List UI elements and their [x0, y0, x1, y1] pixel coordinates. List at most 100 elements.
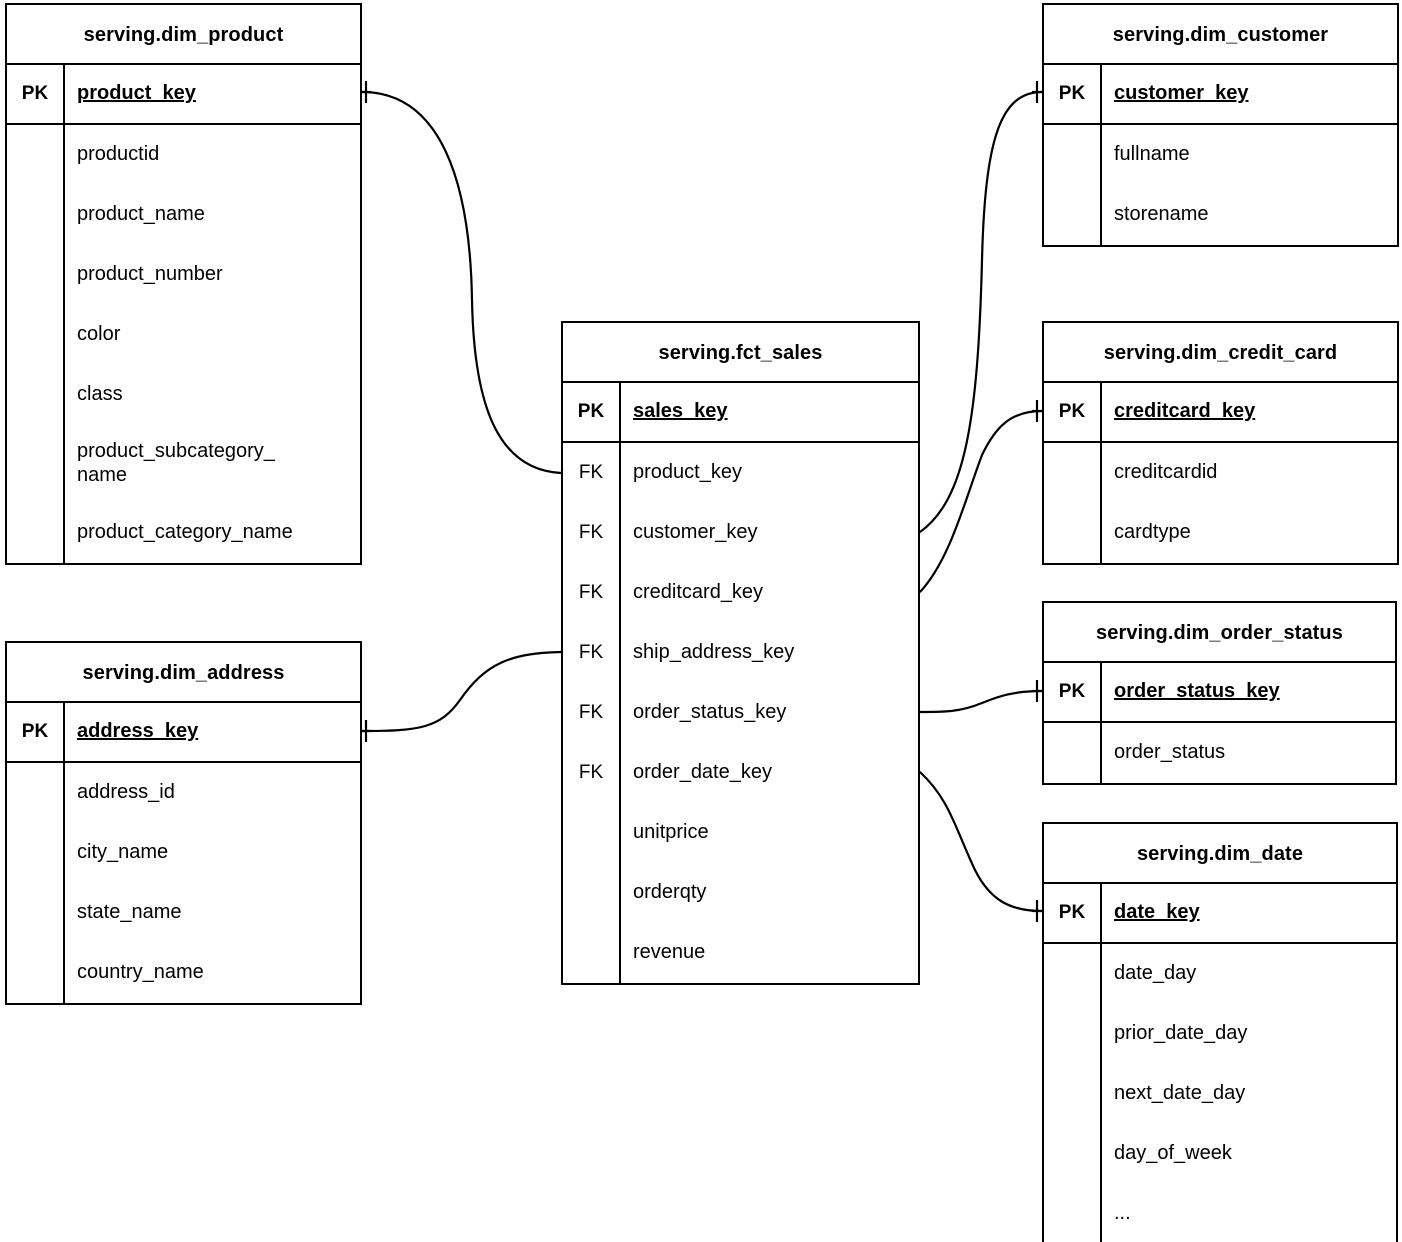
- key-tag-empty: [7, 943, 65, 1003]
- attribute-row[interactable]: address_id: [7, 763, 360, 823]
- key-tag-empty: [1044, 1064, 1102, 1124]
- attribute-name: country_name: [77, 961, 204, 984]
- cardinality-marker-one-tick-one-product: [361, 81, 371, 103]
- pk-field-name: product_key: [77, 82, 196, 105]
- key-tag-empty: [1044, 185, 1102, 245]
- attribute-row[interactable]: ...: [1044, 1184, 1396, 1242]
- attribute-row[interactable]: color: [7, 305, 360, 365]
- attribute-row[interactable]: day_of_week: [1044, 1124, 1396, 1184]
- attribute-name: product_subcategory_ name: [77, 440, 275, 486]
- key-tag-empty: [1044, 944, 1102, 1004]
- key-tag-empty: [563, 863, 621, 923]
- fk-tag: FK: [563, 743, 621, 803]
- attribute-row[interactable]: date_day: [1044, 944, 1396, 1004]
- attribute-name: ...: [1114, 1202, 1131, 1225]
- cardinality-marker-one-tick-one-date: [1032, 900, 1042, 922]
- attribute-row[interactable]: product_category_name: [7, 503, 360, 563]
- key-tag-empty: [7, 125, 65, 185]
- key-tag-empty: [1044, 1004, 1102, 1064]
- pk-tag: PK: [1044, 65, 1102, 123]
- pk-tag: PK: [1044, 663, 1102, 721]
- primary-key-row[interactable]: PK product_key: [7, 65, 360, 125]
- attribute-row[interactable]: storename: [1044, 185, 1397, 245]
- attribute-row[interactable]: order_status: [1044, 723, 1395, 783]
- fk-tag: FK: [563, 503, 621, 563]
- key-tag-empty: [563, 923, 621, 983]
- attribute-row[interactable]: FK product_key: [563, 443, 918, 503]
- entity-title: serving.dim_customer: [1044, 5, 1397, 65]
- attribute-name: next_date_day: [1114, 1082, 1246, 1105]
- pk-field-name: order_status_key: [1114, 680, 1280, 703]
- attribute-name: color: [77, 323, 121, 346]
- attribute-name: ship_address_key: [633, 641, 795, 664]
- attribute-name: city_name: [77, 841, 169, 864]
- pk-tag: PK: [7, 65, 65, 123]
- pk-tag: PK: [1044, 884, 1102, 942]
- relationship-line-rel-orderstatus: [919, 689, 1043, 714]
- attribute-name: product_key: [633, 461, 742, 484]
- primary-key-row[interactable]: PK order_status_key: [1044, 663, 1395, 723]
- entity-title: serving.dim_order_status: [1044, 603, 1395, 663]
- key-tag-empty: [1044, 1184, 1102, 1242]
- attribute-name: class: [77, 383, 123, 406]
- attribute-row[interactable]: FK order_status_key: [563, 683, 918, 743]
- entity-title: serving.dim_credit_card: [1044, 323, 1397, 383]
- attribute-row[interactable]: prior_date_day: [1044, 1004, 1396, 1064]
- relationship-line-rel-address: [361, 650, 562, 733]
- attribute-name: order_date_key: [633, 761, 772, 784]
- relationship-line-rel-product: [361, 90, 562, 475]
- attribute-row[interactable]: fullname: [1044, 125, 1397, 185]
- attribute-row[interactable]: city_name: [7, 823, 360, 883]
- fk-tag: FK: [563, 443, 621, 503]
- entity-title: serving.dim_address: [7, 643, 360, 703]
- key-tag-empty: [7, 305, 65, 365]
- attribute-row[interactable]: product_subcategory_ name: [7, 425, 360, 503]
- entity-title: serving.dim_product: [7, 5, 360, 65]
- attribute-row[interactable]: class: [7, 365, 360, 425]
- attribute-name: order_status_key: [633, 701, 787, 724]
- attribute-row[interactable]: state_name: [7, 883, 360, 943]
- attribute-name: product_name: [77, 203, 205, 226]
- attribute-name: revenue: [633, 941, 706, 964]
- key-tag-empty: [7, 763, 65, 823]
- pk-field-name: date_key: [1114, 901, 1200, 924]
- attribute-name: date_day: [1114, 962, 1197, 985]
- attribute-row[interactable]: FK order_date_key: [563, 743, 918, 803]
- attribute-row[interactable]: next_date_day: [1044, 1064, 1396, 1124]
- attribute-row[interactable]: cardtype: [1044, 503, 1397, 563]
- attribute-row[interactable]: product_number: [7, 245, 360, 305]
- attribute-row[interactable]: productid: [7, 125, 360, 185]
- key-tag-empty: [1044, 125, 1102, 185]
- cardinality-marker-one-tick-one-orderstatus: [1032, 680, 1042, 702]
- pk-tag: PK: [1044, 383, 1102, 441]
- attribute-row[interactable]: creditcardid: [1044, 443, 1397, 503]
- relationship-line-rel-creditcard: [919, 409, 1043, 593]
- attribute-row[interactable]: unitprice: [563, 803, 918, 863]
- attribute-name: creditcard_key: [633, 581, 764, 604]
- relationship-line-rel-date: [919, 771, 1043, 913]
- attribute-row[interactable]: revenue: [563, 923, 918, 983]
- attribute-row[interactable]: country_name: [7, 943, 360, 1003]
- key-tag-empty: [7, 503, 65, 563]
- attribute-name: product_number: [77, 263, 223, 286]
- fk-tag: FK: [563, 683, 621, 743]
- attribute-row[interactable]: product_name: [7, 185, 360, 245]
- attribute-name: orderqty: [633, 881, 707, 904]
- cardinality-marker-one-tick-one-address: [361, 720, 371, 742]
- primary-key-row[interactable]: PK date_key: [1044, 884, 1396, 944]
- attribute-row[interactable]: orderqty: [563, 863, 918, 923]
